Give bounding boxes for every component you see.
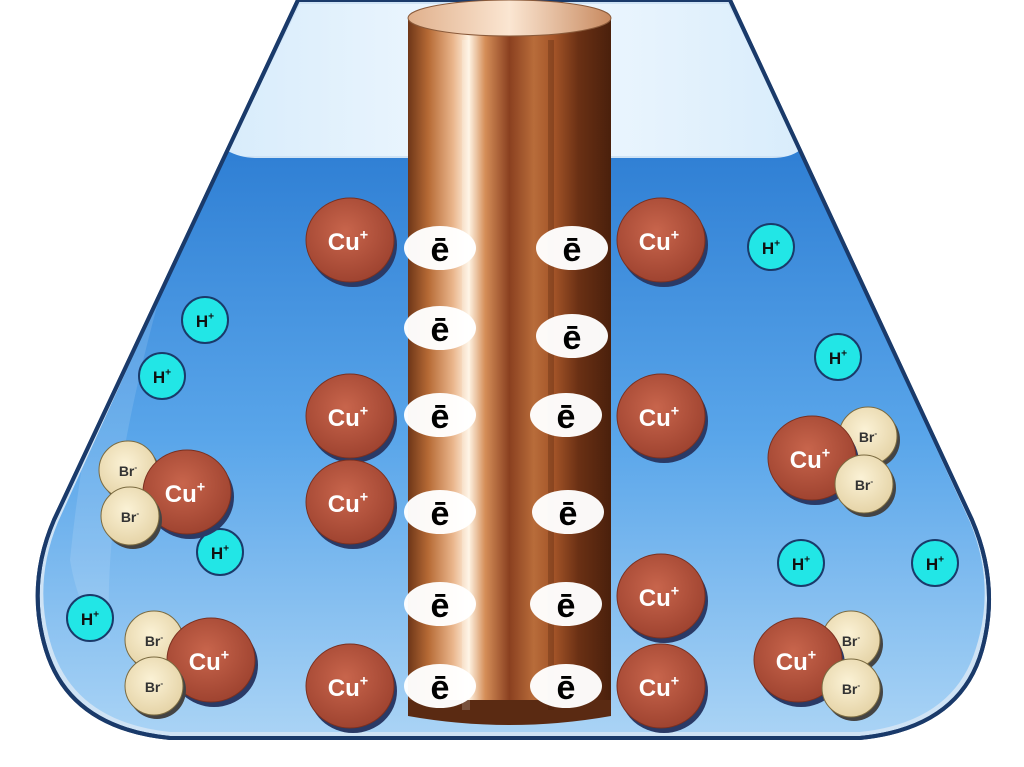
svg-text:Cu+: Cu+ [639,584,679,612]
flask-wall [35,0,992,740]
svg-text:Cu+: Cu+ [790,446,830,474]
h-ion: H+ [196,528,244,576]
glass-reflection [70,200,170,640]
electron: ē [536,226,608,270]
svg-text:H+: H+ [196,311,214,331]
svg-text:H+: H+ [153,367,171,387]
svg-text:Cu+: Cu+ [328,404,368,432]
cu-ion: Cu+ [166,617,258,707]
svg-text:ē: ē [559,495,578,533]
br-ion: Br- [834,454,896,517]
svg-text:Cu+: Cu+ [639,674,679,702]
h-ion: H+ [911,539,959,587]
svg-text:H+: H+ [762,238,780,258]
cu-ion: Cu+ [305,373,397,463]
h-ion: H+ [747,223,795,271]
svg-text:ē: ē [557,669,576,707]
electron: ē [532,490,604,534]
svg-text:ē: ē [557,587,576,625]
h-ion: H+ [814,333,862,381]
cu-ion: Cu+ [305,459,397,549]
svg-text:ē: ē [557,398,576,436]
svg-text:ē: ē [431,587,450,625]
svg-text:ē: ē [563,319,582,357]
svg-text:H+: H+ [792,554,810,574]
electron: ē [530,393,602,437]
svg-text:ē: ē [431,669,450,707]
br-ion: Br- [821,658,883,721]
h-ion: H+ [66,594,114,642]
svg-text:ē: ē [563,231,582,269]
svg-text:H+: H+ [81,609,99,629]
svg-text:Cu+: Cu+ [639,404,679,432]
electron: ē [404,306,476,350]
svg-text:Br-: Br- [855,476,874,493]
svg-text:Br-: Br- [859,428,878,445]
cu-ion: Cu+ [305,643,397,733]
cu-ion: Cu+ [616,373,708,463]
svg-text:ē: ē [431,311,450,349]
svg-text:H+: H+ [211,543,229,563]
cu-ion: Cu+ [142,449,234,539]
svg-text:Cu+: Cu+ [189,648,229,676]
svg-text:H+: H+ [829,348,847,368]
svg-text:ē: ē [431,398,450,436]
h-ion: H+ [181,296,229,344]
electron: ē [536,314,608,358]
cu-ion: Cu+ [616,643,708,733]
svg-text:Br-: Br- [842,680,861,697]
svg-text:Br-: Br- [842,632,861,649]
svg-text:Cu+: Cu+ [165,480,205,508]
electron: ē [404,490,476,534]
svg-text:Br-: Br- [121,508,140,525]
electron: ē [404,664,476,708]
electron: ē [530,664,602,708]
electron: ē [404,582,476,626]
h-ion: H+ [138,352,186,400]
svg-text:Cu+: Cu+ [639,228,679,256]
electron: ē [530,582,602,626]
svg-text:H+: H+ [926,554,944,574]
h-ion: H+ [777,539,825,587]
svg-text:Cu+: Cu+ [776,648,816,676]
cu-ion: Cu+ [305,197,397,287]
svg-text:ē: ē [431,495,450,533]
svg-text:ē: ē [431,231,450,269]
svg-text:Cu+: Cu+ [328,228,368,256]
svg-text:Cu+: Cu+ [328,490,368,518]
svg-text:Br-: Br- [145,632,164,649]
svg-text:Br-: Br- [145,678,164,695]
svg-text:Cu+: Cu+ [328,674,368,702]
electron: ē [404,226,476,270]
br-ion: Br- [124,656,186,719]
cu-ion: Cu+ [616,553,708,643]
svg-text:Br-: Br- [119,462,138,479]
electron: ē [404,393,476,437]
br-ion: Br- [100,486,162,549]
cu-ion: Cu+ [616,197,708,287]
